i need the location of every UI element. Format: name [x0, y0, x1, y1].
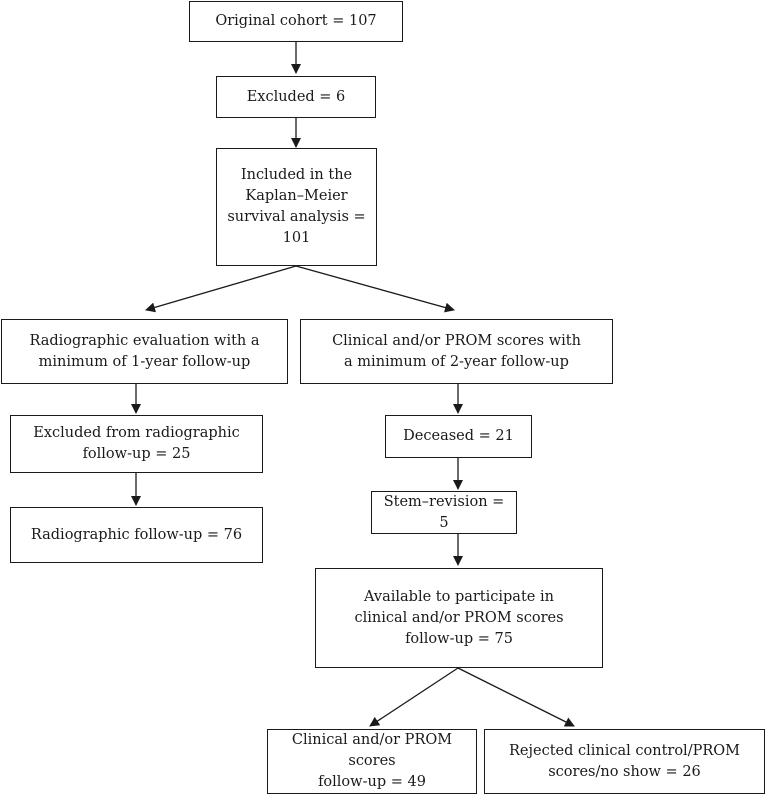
arrow-available-to-rejected [457, 667, 575, 727]
node-excluded: Excluded = 6 [216, 76, 376, 118]
node-text-line: survival analysis = 101 [227, 209, 366, 246]
arrow-included-to-clinical [295, 265, 455, 313]
arrow-included-to-radiographic [145, 265, 297, 313]
node-text-line: Rejected clinical control/PROM [509, 742, 740, 759]
node-deceased: Deceased = 21 [385, 415, 532, 458]
node-text-line: Available to participate in [364, 588, 554, 605]
node-text-line: Stem–revision = 5 [383, 493, 505, 531]
node-text-line: Original cohort = 107 [215, 13, 377, 29]
node-text-line: Clinical and/or PROM scores [291, 732, 453, 769]
node-text-line: Deceased = 21 [403, 428, 514, 444]
node-clinical-followup: Clinical and/or PROM scores follow-up = … [267, 729, 477, 794]
node-text-line: follow-up = 49 [318, 774, 426, 790]
node-clinical-prom-scores: Clinical and/or PROM scores with a minim… [300, 319, 613, 384]
node-available-to-participate: Available to participate in clinical and… [315, 568, 603, 668]
node-text-line: Radiographic evaluation with a [29, 332, 260, 349]
node-text-line: follow-up = 25 [82, 446, 191, 462]
node-text-line: clinical and/or PROM scores [354, 609, 564, 626]
node-text-line: Excluded from radiographic [33, 425, 240, 441]
node-included-kaplan-meier: Included in the Kaplan–Meier survival an… [216, 148, 377, 266]
node-text-line: scores/no show = 26 [548, 763, 701, 780]
node-excluded-radiographic: Excluded from radiographic follow-up = 2… [10, 415, 263, 473]
node-text-line: follow-up = 75 [405, 630, 513, 647]
node-text-line: Included in the [240, 167, 353, 183]
node-text-line: Radiographic follow-up = 76 [30, 526, 243, 543]
node-text-line: Clinical and/or PROM scores with [332, 332, 581, 349]
node-stem-revision: Stem–revision = 5 [371, 491, 517, 534]
arrow-available-to-clinical-followup [369, 667, 459, 727]
node-text-line: a minimum of 2-year follow-up [344, 353, 569, 370]
node-text-line: Kaplan–Meier [245, 188, 348, 204]
node-radiographic-followup: Radiographic follow-up = 76 [10, 507, 263, 563]
node-rejected-no-show: Rejected clinical control/PROM scores/no… [484, 729, 765, 794]
node-text-line: Excluded = 6 [246, 88, 346, 105]
node-text-line: minimum of 1-year follow-up [38, 353, 251, 370]
node-radiographic-evaluation: Radiographic evaluation with a minimum o… [1, 319, 288, 384]
node-original-cohort: Original cohort = 107 [189, 1, 403, 42]
